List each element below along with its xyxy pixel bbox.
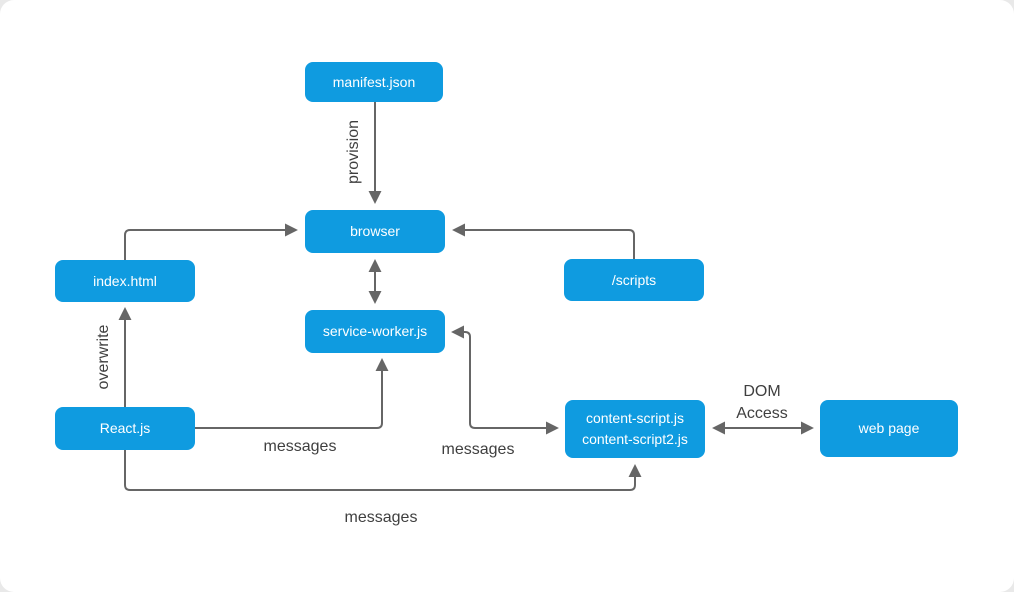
- edge-serviceworker-contentscript: [451, 325, 559, 435]
- edge-label-provision: provision: [345, 119, 362, 185]
- node-browser[interactable]: browser: [305, 210, 445, 253]
- node-content-script-label-line2: content-script2.js: [582, 431, 688, 447]
- node-service-worker[interactable]: service-worker.js: [305, 310, 445, 353]
- node-content-script[interactable]: content-script.js content-script2.js: [565, 400, 705, 458]
- edge-index-to-browser: [124, 223, 298, 260]
- edge-label-messages-react-serviceworker: messages: [263, 438, 337, 455]
- node-index-html-label: index.html: [93, 272, 157, 289]
- node-react-js-label: React.js: [99, 420, 151, 436]
- node-manifest-json[interactable]: manifest.json: [305, 62, 443, 102]
- edge-react-to-contentscript: [124, 450, 642, 491]
- node-content-script-label-line1: content-script.js: [585, 410, 685, 426]
- edge-label-overwrite: overwrite: [95, 324, 112, 390]
- node-web-page[interactable]: web page: [820, 400, 958, 457]
- node-scripts-label: /scripts: [611, 271, 657, 288]
- node-service-worker-label: service-worker.js: [322, 323, 428, 339]
- node-manifest-json-label: manifest.json: [332, 73, 416, 90]
- edge-react-to-serviceworker: [195, 358, 389, 429]
- node-browser-label: browser: [350, 223, 400, 239]
- edge-label-dom-access-line2: Access: [736, 405, 788, 422]
- edge-scripts-to-browser: [452, 223, 635, 259]
- node-react-js[interactable]: React.js: [55, 407, 195, 450]
- edge-label-dom-access-line1: DOM: [743, 383, 781, 400]
- edge-label-dom-access: DOM Access: [712, 381, 812, 425]
- node-index-html[interactable]: index.html: [55, 260, 195, 302]
- edge-label-messages-react-contentscript: messages: [344, 509, 418, 526]
- node-scripts[interactable]: /scripts: [564, 259, 704, 301]
- node-web-page-label: web page: [858, 420, 920, 436]
- edge-label-messages-serviceworker-contentscript: messages: [441, 441, 515, 458]
